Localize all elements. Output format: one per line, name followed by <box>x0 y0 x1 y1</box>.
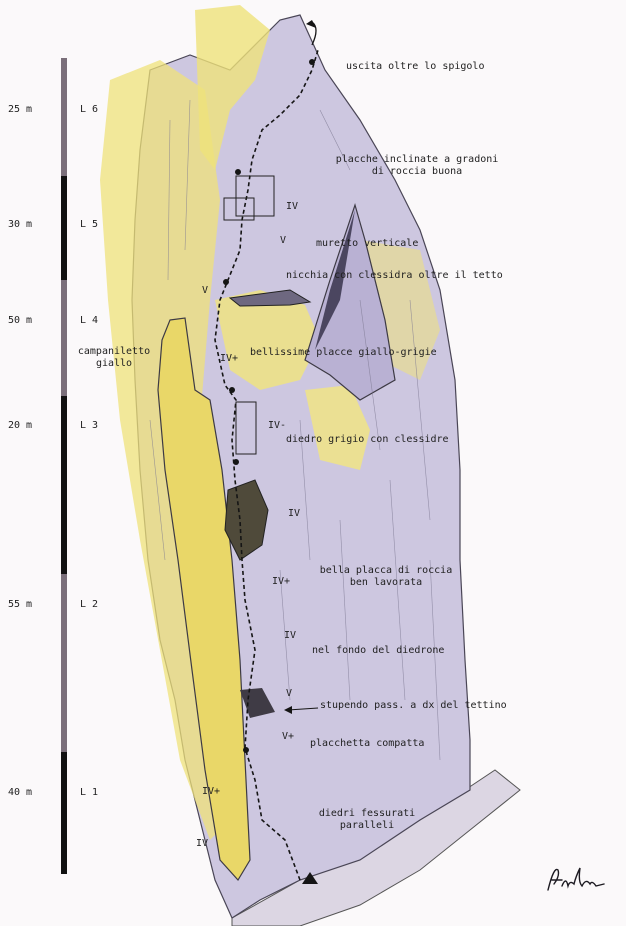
pitch-length-4: 50 m <box>8 315 32 327</box>
pitch-label-6: L 6 <box>80 104 98 116</box>
grade-iv-l1: IV <box>196 838 208 850</box>
grade-iv-minus-l3: IV- <box>268 420 286 432</box>
annotation-placche-line-1: placche inclinate a gradoni <box>322 154 512 166</box>
campaniletto-line-2: giallo <box>72 358 156 370</box>
annotation-stupendo: stupendo pass. a dx del tettino <box>320 700 507 712</box>
annotation-diedri-line-1: diedri fessurati <box>304 808 430 820</box>
pitch-label-2: L 2 <box>80 599 98 611</box>
pitch-label-1: L 1 <box>80 787 98 799</box>
annotation-diedri-line-2: paralleli <box>304 820 430 832</box>
annotation-placche-line-2: di roccia buona <box>322 166 512 178</box>
grade-v-plus-l2: V+ <box>282 731 294 743</box>
scale-bar <box>61 58 67 874</box>
annotation-muretto: muretto verticale <box>316 238 418 250</box>
pitch-length-6: 25 m <box>8 104 32 116</box>
annotation-bella-line-2: ben lavorata <box>308 577 464 589</box>
grade-iv-l3: IV <box>288 508 300 520</box>
annotation-nicchia: nicchia con clessidra oltre il tetto <box>286 270 503 282</box>
grade-iv-l2: IV <box>284 630 296 642</box>
grade-iv-plus-l2: IV+ <box>272 576 290 588</box>
pitch-length-5: 30 m <box>8 219 32 231</box>
grade-v-l4: V <box>202 285 208 297</box>
pitch-label-4: L 4 <box>80 315 98 327</box>
annotation-diedri: diedri fessurati paralleli <box>304 808 430 832</box>
annotation-placche-inclinate: placche inclinate a gradoni di roccia bu… <box>322 154 512 178</box>
annotation-bellissime: bellissime placce giallo-grigie <box>250 347 437 359</box>
grade-iv-plus-l1: IV+ <box>202 786 220 798</box>
pitch-label-3: L 3 <box>80 420 98 432</box>
pitch-length-1: 40 m <box>8 787 32 799</box>
pitch-length-3: 20 m <box>8 420 32 432</box>
campaniletto-line-1: campaniletto <box>72 346 156 358</box>
campaniletto-label: campaniletto giallo <box>72 346 156 370</box>
grade-iv-plus-l4: IV+ <box>220 353 238 365</box>
annotation-uscita: uscita oltre lo spigolo <box>346 61 484 73</box>
author-signature <box>546 862 606 896</box>
annotation-placchetta: placchetta compatta <box>310 738 424 750</box>
pitch-length-2: 55 m <box>8 599 32 611</box>
annotation-bella-placca: bella placca di roccia ben lavorata <box>308 565 464 589</box>
annotation-fondo: nel fondo del diedrone <box>312 645 444 657</box>
annotation-diedro: diedro grigio con clessidre <box>286 434 449 446</box>
annotation-bella-line-1: bella placca di roccia <box>308 565 464 577</box>
grade-v-l2: V <box>286 688 292 700</box>
pitch-label-5: L 5 <box>80 219 98 231</box>
grade-v-l5: V <box>280 235 286 247</box>
grade-iv-l5: IV <box>286 201 298 213</box>
